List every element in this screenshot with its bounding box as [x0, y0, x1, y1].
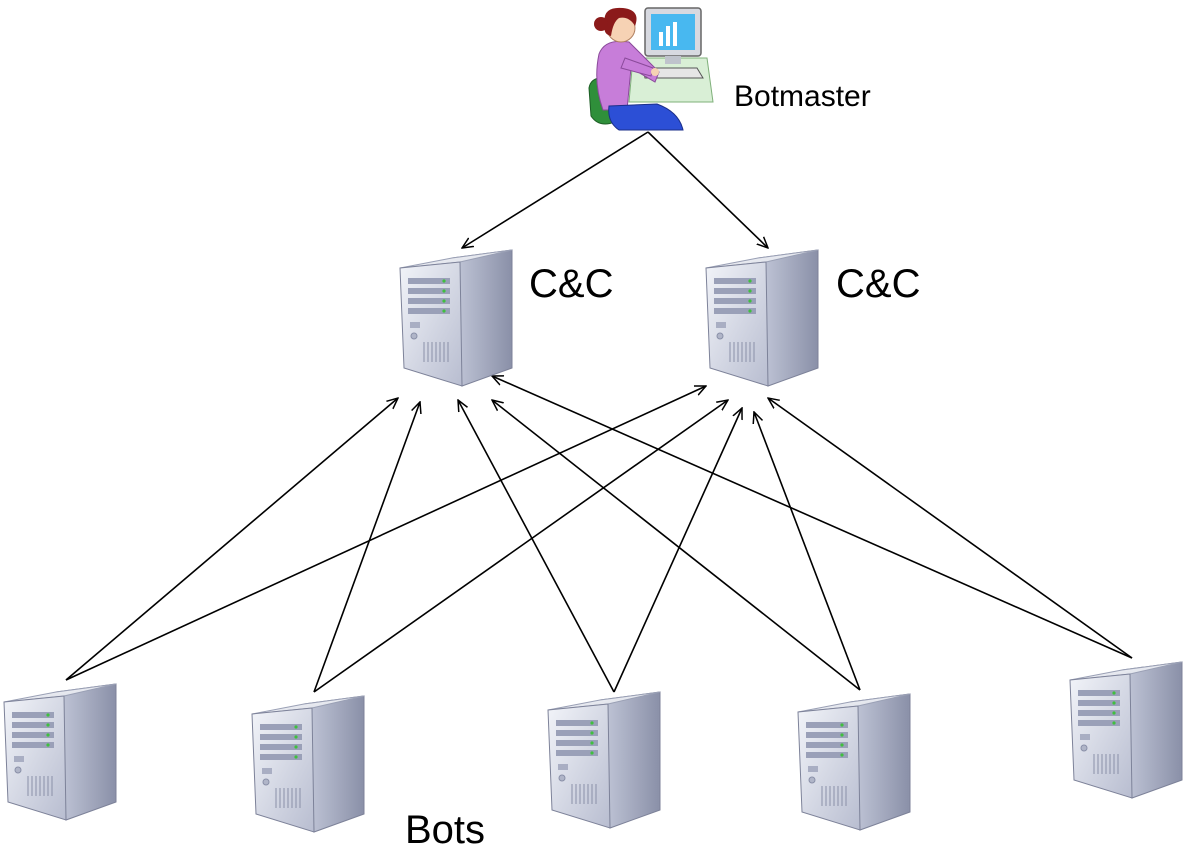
bot-server-2 [251, 695, 365, 833]
bots-label: Bots [405, 808, 486, 852]
bot-server-1 [3, 683, 117, 821]
cc-server-left [399, 249, 513, 387]
cc-right-label: C&C [836, 262, 921, 306]
botmaster-label: Botmaster [734, 80, 871, 113]
server-tower-icon [3, 683, 117, 821]
cc-server-right [705, 249, 819, 387]
arrow-bot-1-to-cc-left [65, 398, 398, 681]
server-tower-icon [705, 249, 819, 387]
edges-layer [65, 131, 1133, 693]
arrow-bot-5-to-cc-left [492, 376, 1133, 659]
server-tower-icon [797, 693, 911, 831]
arrow-bot-4-to-cc-right [754, 412, 861, 691]
server-tower-icon [1069, 661, 1183, 799]
arrow-bot-2-to-cc-left [313, 402, 420, 693]
arrow-botmaster-to-cc-left [462, 131, 649, 248]
server-tower-icon [547, 691, 661, 829]
bot-server-5 [1069, 661, 1183, 799]
arrow-bot-3-to-cc-right [613, 408, 742, 693]
cc-left-label: C&C [529, 262, 614, 306]
arrow-bot-5-to-cc-right [768, 398, 1133, 659]
arrow-bot-1-to-cc-right [65, 386, 706, 681]
botmaster-node [588, 7, 714, 131]
person-at-computer-icon [588, 7, 714, 131]
arrow-bot-4-to-cc-left [492, 400, 861, 691]
bot-server-4 [797, 693, 911, 831]
arrow-bot-2-to-cc-right [313, 400, 728, 693]
arrow-botmaster-to-cc-right [647, 131, 768, 248]
arrow-bot-3-to-cc-left [458, 400, 615, 693]
server-tower-icon [399, 249, 513, 387]
bot-server-3 [547, 691, 661, 829]
server-tower-icon [251, 695, 365, 833]
